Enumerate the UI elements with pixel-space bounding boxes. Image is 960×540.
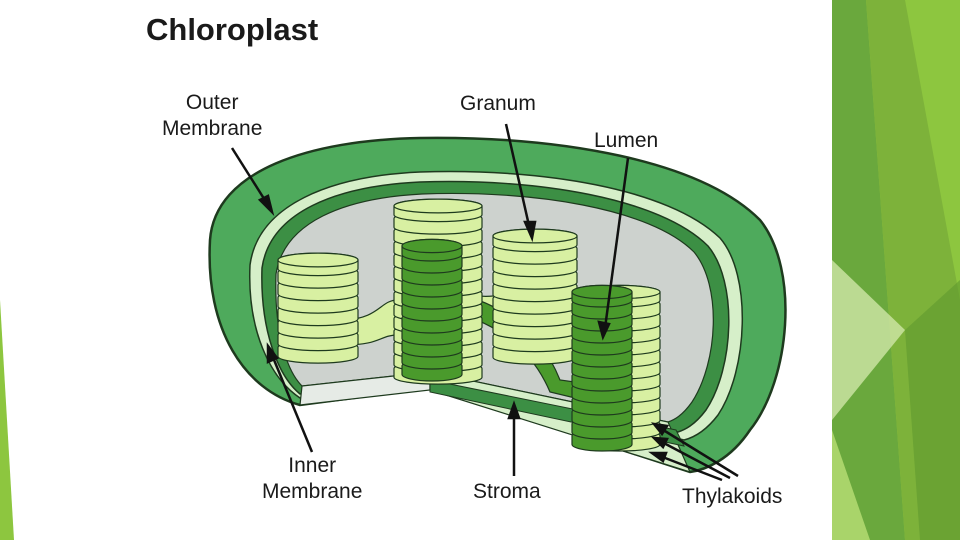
thylakoid-disc-top xyxy=(492,228,578,244)
granum-front-center xyxy=(401,238,463,382)
label-stroma: Stroma xyxy=(473,480,541,503)
label-inner-membrane: Inner Membrane xyxy=(262,453,362,505)
theme-decoration-right xyxy=(832,0,960,540)
label-granum: Granum xyxy=(460,92,536,115)
thylakoid-disc-top xyxy=(571,284,633,300)
theme-decoration-left xyxy=(0,300,14,540)
label-outer-membrane-line2: Membrane xyxy=(162,117,263,140)
label-outer-membrane: Outer Membrane xyxy=(162,90,262,142)
diagram-title: Chloroplast xyxy=(146,12,319,47)
label-lumen: Lumen xyxy=(594,129,659,152)
label-thylakoids: Thylakoids xyxy=(682,485,783,508)
label-inner-membrane-line2: Membrane xyxy=(262,480,363,503)
granum-left xyxy=(277,252,359,364)
leader-arrows xyxy=(230,123,739,482)
label-outer-membrane-line1: Outer xyxy=(185,91,239,114)
label-inner-membrane-line1: Inner xyxy=(288,454,337,477)
thylakoid-disc-top xyxy=(277,252,359,268)
grana-stacks xyxy=(277,198,661,452)
thylakoid-disc-top xyxy=(393,198,483,214)
granum-right-back xyxy=(492,228,578,365)
granum-right-cut-dark xyxy=(571,284,633,452)
thylakoid-disc-top xyxy=(401,238,463,254)
